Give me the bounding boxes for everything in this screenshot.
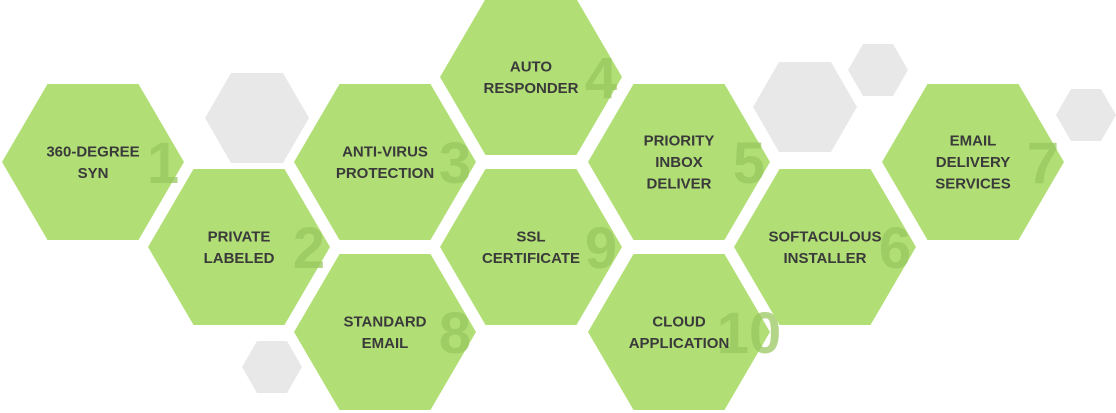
decorative-hexagon	[242, 341, 302, 393]
hexagon-label-line: SOFTACULOUS	[768, 228, 881, 245]
feature-hexagon: 3 ANTI-VIRUS PROTECTION	[294, 84, 476, 240]
hexagon-shape	[588, 254, 770, 410]
hexagon-number: 10	[717, 301, 782, 366]
hexagon-number: 5	[733, 131, 765, 196]
hexagon-shape	[294, 84, 476, 240]
hexagon-label-line: APPLICATION	[629, 335, 730, 352]
decorative-hexagons	[205, 44, 1116, 393]
feature-hexagon: 10 CLOUD APPLICATION	[588, 254, 781, 410]
feature-hexagon: 7 EMAIL DELIVERY SERVICES	[882, 84, 1064, 240]
hexagon-shape	[734, 169, 916, 325]
feature-hexagon: 2 PRIVATE LABELED	[148, 169, 330, 325]
decorative-hexagon	[205, 73, 309, 163]
hexagon-label-line: SSL	[516, 228, 545, 245]
feature-hexagon: 9 SSL CERTIFICATE	[440, 169, 622, 325]
hexagon-shape	[882, 84, 1064, 240]
hexagon-shape	[440, 0, 622, 155]
hexagon-label-line: RESPONDER	[483, 80, 578, 97]
hexagon-shape	[2, 84, 184, 240]
hexagon-label-line: LABELED	[204, 250, 275, 267]
decorative-hexagon	[848, 44, 908, 96]
hexagon-label-line: EMAIL	[950, 133, 997, 150]
hexagon-shape	[440, 169, 622, 325]
decorative-hexagon	[753, 62, 857, 152]
hexagon-label-line: PRIVATE	[208, 228, 271, 245]
hexagon-label-line: ANTI-VIRUS	[342, 143, 428, 160]
hexagon-shape	[588, 84, 770, 240]
hexagon-number: 3	[439, 131, 471, 196]
hexagon-label-line: PROTECTION	[336, 165, 434, 182]
hexagon-label-line: PRIORITY	[644, 133, 715, 150]
hexagon-shape	[148, 169, 330, 325]
hexagon-label-line: INBOX	[655, 154, 703, 171]
hexagon-number: 2	[293, 216, 325, 281]
feature-hexagon: 5 PRIORITY INBOX DELIVER	[588, 84, 770, 240]
hexagon-label-line: CERTIFICATE	[482, 250, 580, 267]
hexagon-label-line: SERVICES	[935, 176, 1011, 193]
hexagon-number: 6	[879, 216, 911, 281]
feature-hexagon: 4 AUTO RESPONDER	[440, 0, 622, 155]
hexagon-label-line: DELIVERY	[936, 154, 1010, 171]
hexagon-number: 8	[439, 301, 471, 366]
feature-hexagon: 1 360-DEGREE SYN	[2, 84, 184, 240]
hexagon-number: 7	[1027, 131, 1059, 196]
feature-hexagons: 1 360-DEGREE SYN 2 PRIVATE LABELED 3 ANTI-VIRUS…	[2, 0, 1064, 410]
hexagon-number: 9	[585, 216, 617, 281]
hexagon-label-line: DELIVER	[646, 176, 711, 193]
hexagon-label-line: AUTO	[510, 58, 553, 75]
decorative-hexagon	[1056, 89, 1116, 141]
hexagon-label-line: EMAIL	[362, 335, 409, 352]
hexagon-shape	[294, 254, 476, 410]
hexagon-label-line: 360-DEGREE	[46, 143, 139, 160]
hexagon-number: 4	[585, 46, 617, 111]
feature-hexagon: 8 STANDARD EMAIL	[294, 254, 476, 410]
hexagon-number: 1	[147, 131, 179, 196]
hexagon-label-line: SYN	[78, 165, 109, 182]
hexagon-label-line: CLOUD	[652, 313, 705, 330]
hexagon-label-line: INSTALLER	[783, 250, 866, 267]
hexagon-label-line: STANDARD	[343, 313, 426, 330]
